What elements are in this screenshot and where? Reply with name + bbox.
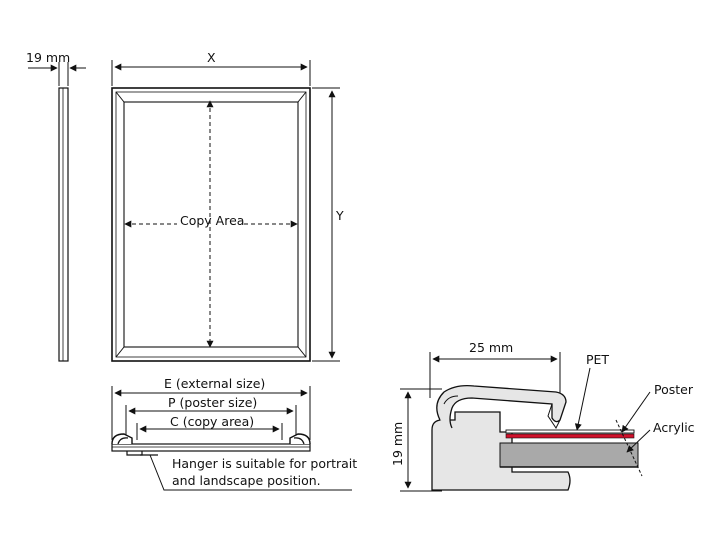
frame-side-profile bbox=[58, 87, 69, 362]
profile-detail-view: 25 mm 19 mm PET Poster Acrylic bbox=[390, 340, 695, 492]
copy-area-label: Copy Area bbox=[180, 213, 244, 228]
acrylic-label: Acrylic bbox=[653, 420, 695, 435]
front-frame-view: X Y Copy Area bbox=[111, 50, 344, 362]
depth-label-left: 19 mm bbox=[26, 50, 70, 65]
poster-label: Poster bbox=[654, 382, 694, 397]
poster-layer bbox=[505, 433, 635, 439]
pet-layer bbox=[505, 429, 635, 434]
width-x-label: X bbox=[207, 50, 216, 65]
frame-bottom-profile bbox=[111, 443, 311, 452]
pet-label: PET bbox=[586, 352, 609, 367]
profile-width-label: 25 mm bbox=[469, 340, 513, 355]
hanger-text-line1: Hanger is suitable for portrait bbox=[172, 456, 357, 471]
profile-height-label: 19 mm bbox=[390, 422, 405, 466]
poster-leader bbox=[621, 391, 651, 433]
external-size-label: E (external size) bbox=[164, 376, 265, 391]
hanger-text-line2: and landscape position. bbox=[172, 473, 321, 488]
pet-leader bbox=[574, 367, 591, 431]
hanger-icon bbox=[126, 451, 143, 456]
poster-size-label: P (poster size) bbox=[168, 395, 257, 410]
acrylic-layer bbox=[499, 442, 639, 468]
side-depth-view: 19 mm bbox=[26, 50, 86, 362]
height-y-label: Y bbox=[335, 208, 344, 223]
acrylic-leader bbox=[626, 429, 651, 453]
bottom-section-view: E (external size) P (poster size) C (cop… bbox=[111, 376, 357, 491]
copy-size-label: C (copy area) bbox=[170, 414, 254, 429]
hanger-leader-line bbox=[149, 454, 352, 491]
